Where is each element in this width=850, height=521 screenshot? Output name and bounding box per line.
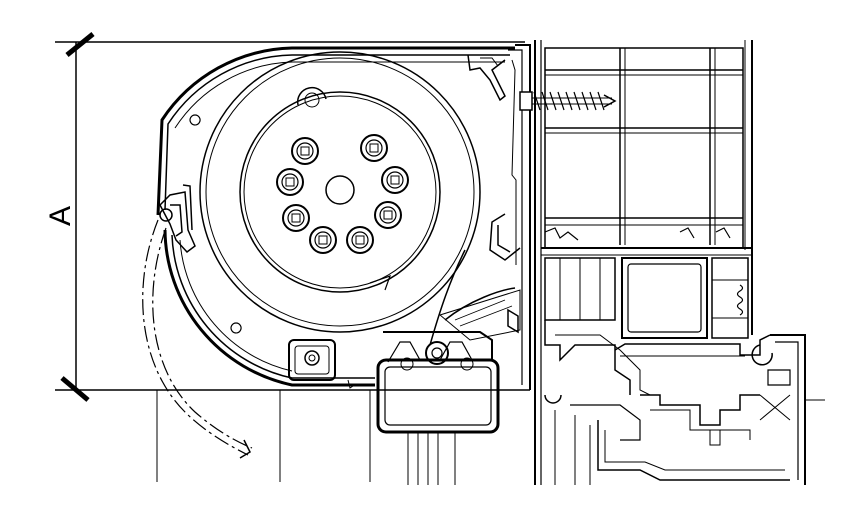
left-pivot-bracket <box>159 184 196 254</box>
dimension-label: A <box>44 206 77 226</box>
window-frame-profile <box>519 40 825 485</box>
dimension-a: A <box>44 32 530 402</box>
construction-lines <box>156 390 371 482</box>
cable <box>369 249 521 346</box>
shutter-curtain-path <box>142 219 253 459</box>
right-clip <box>489 213 521 334</box>
roller-drum <box>199 51 481 333</box>
shutter-box-housing <box>156 44 531 390</box>
exit-profile <box>376 331 500 485</box>
roller-bolt-holes <box>276 134 409 254</box>
bottom-tick <box>60 376 90 402</box>
top-tick <box>65 32 95 57</box>
guide-block <box>288 339 336 381</box>
